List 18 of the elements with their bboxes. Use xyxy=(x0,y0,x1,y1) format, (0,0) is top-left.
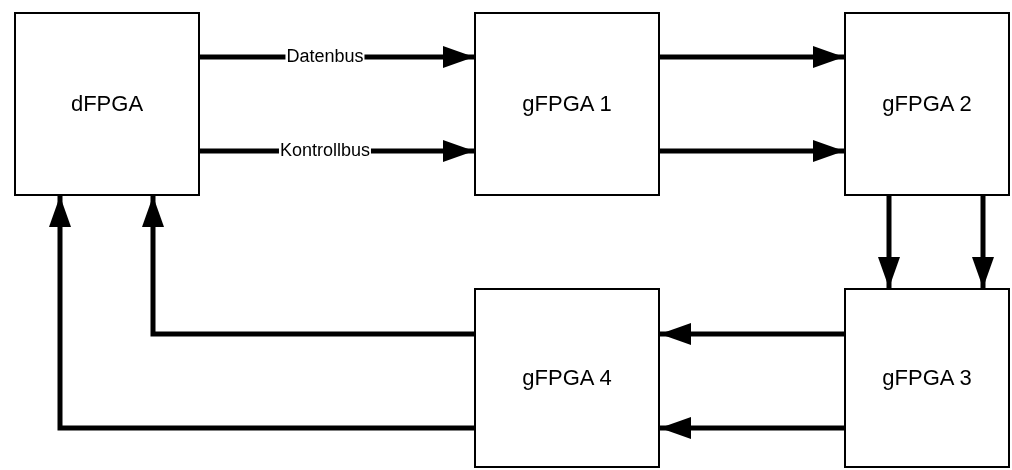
process-box xyxy=(474,12,660,196)
arrow xyxy=(660,46,844,68)
arrow xyxy=(660,323,844,345)
process-box xyxy=(14,12,200,196)
arrow xyxy=(142,196,474,337)
arrow xyxy=(49,196,474,431)
arrow xyxy=(878,196,900,288)
node-label: gFPGA 1 xyxy=(522,91,612,117)
process-box xyxy=(844,12,1010,196)
arrow xyxy=(660,140,844,162)
process-box xyxy=(474,288,660,468)
arrow xyxy=(972,196,994,288)
arrow xyxy=(660,417,844,439)
node-label: gFPGA 4 xyxy=(522,365,612,391)
node-label: gFPGA 2 xyxy=(882,91,972,117)
node-label: gFPGA 3 xyxy=(882,365,972,391)
process-box xyxy=(844,288,1010,468)
node-label: dFPGA xyxy=(70,91,144,117)
